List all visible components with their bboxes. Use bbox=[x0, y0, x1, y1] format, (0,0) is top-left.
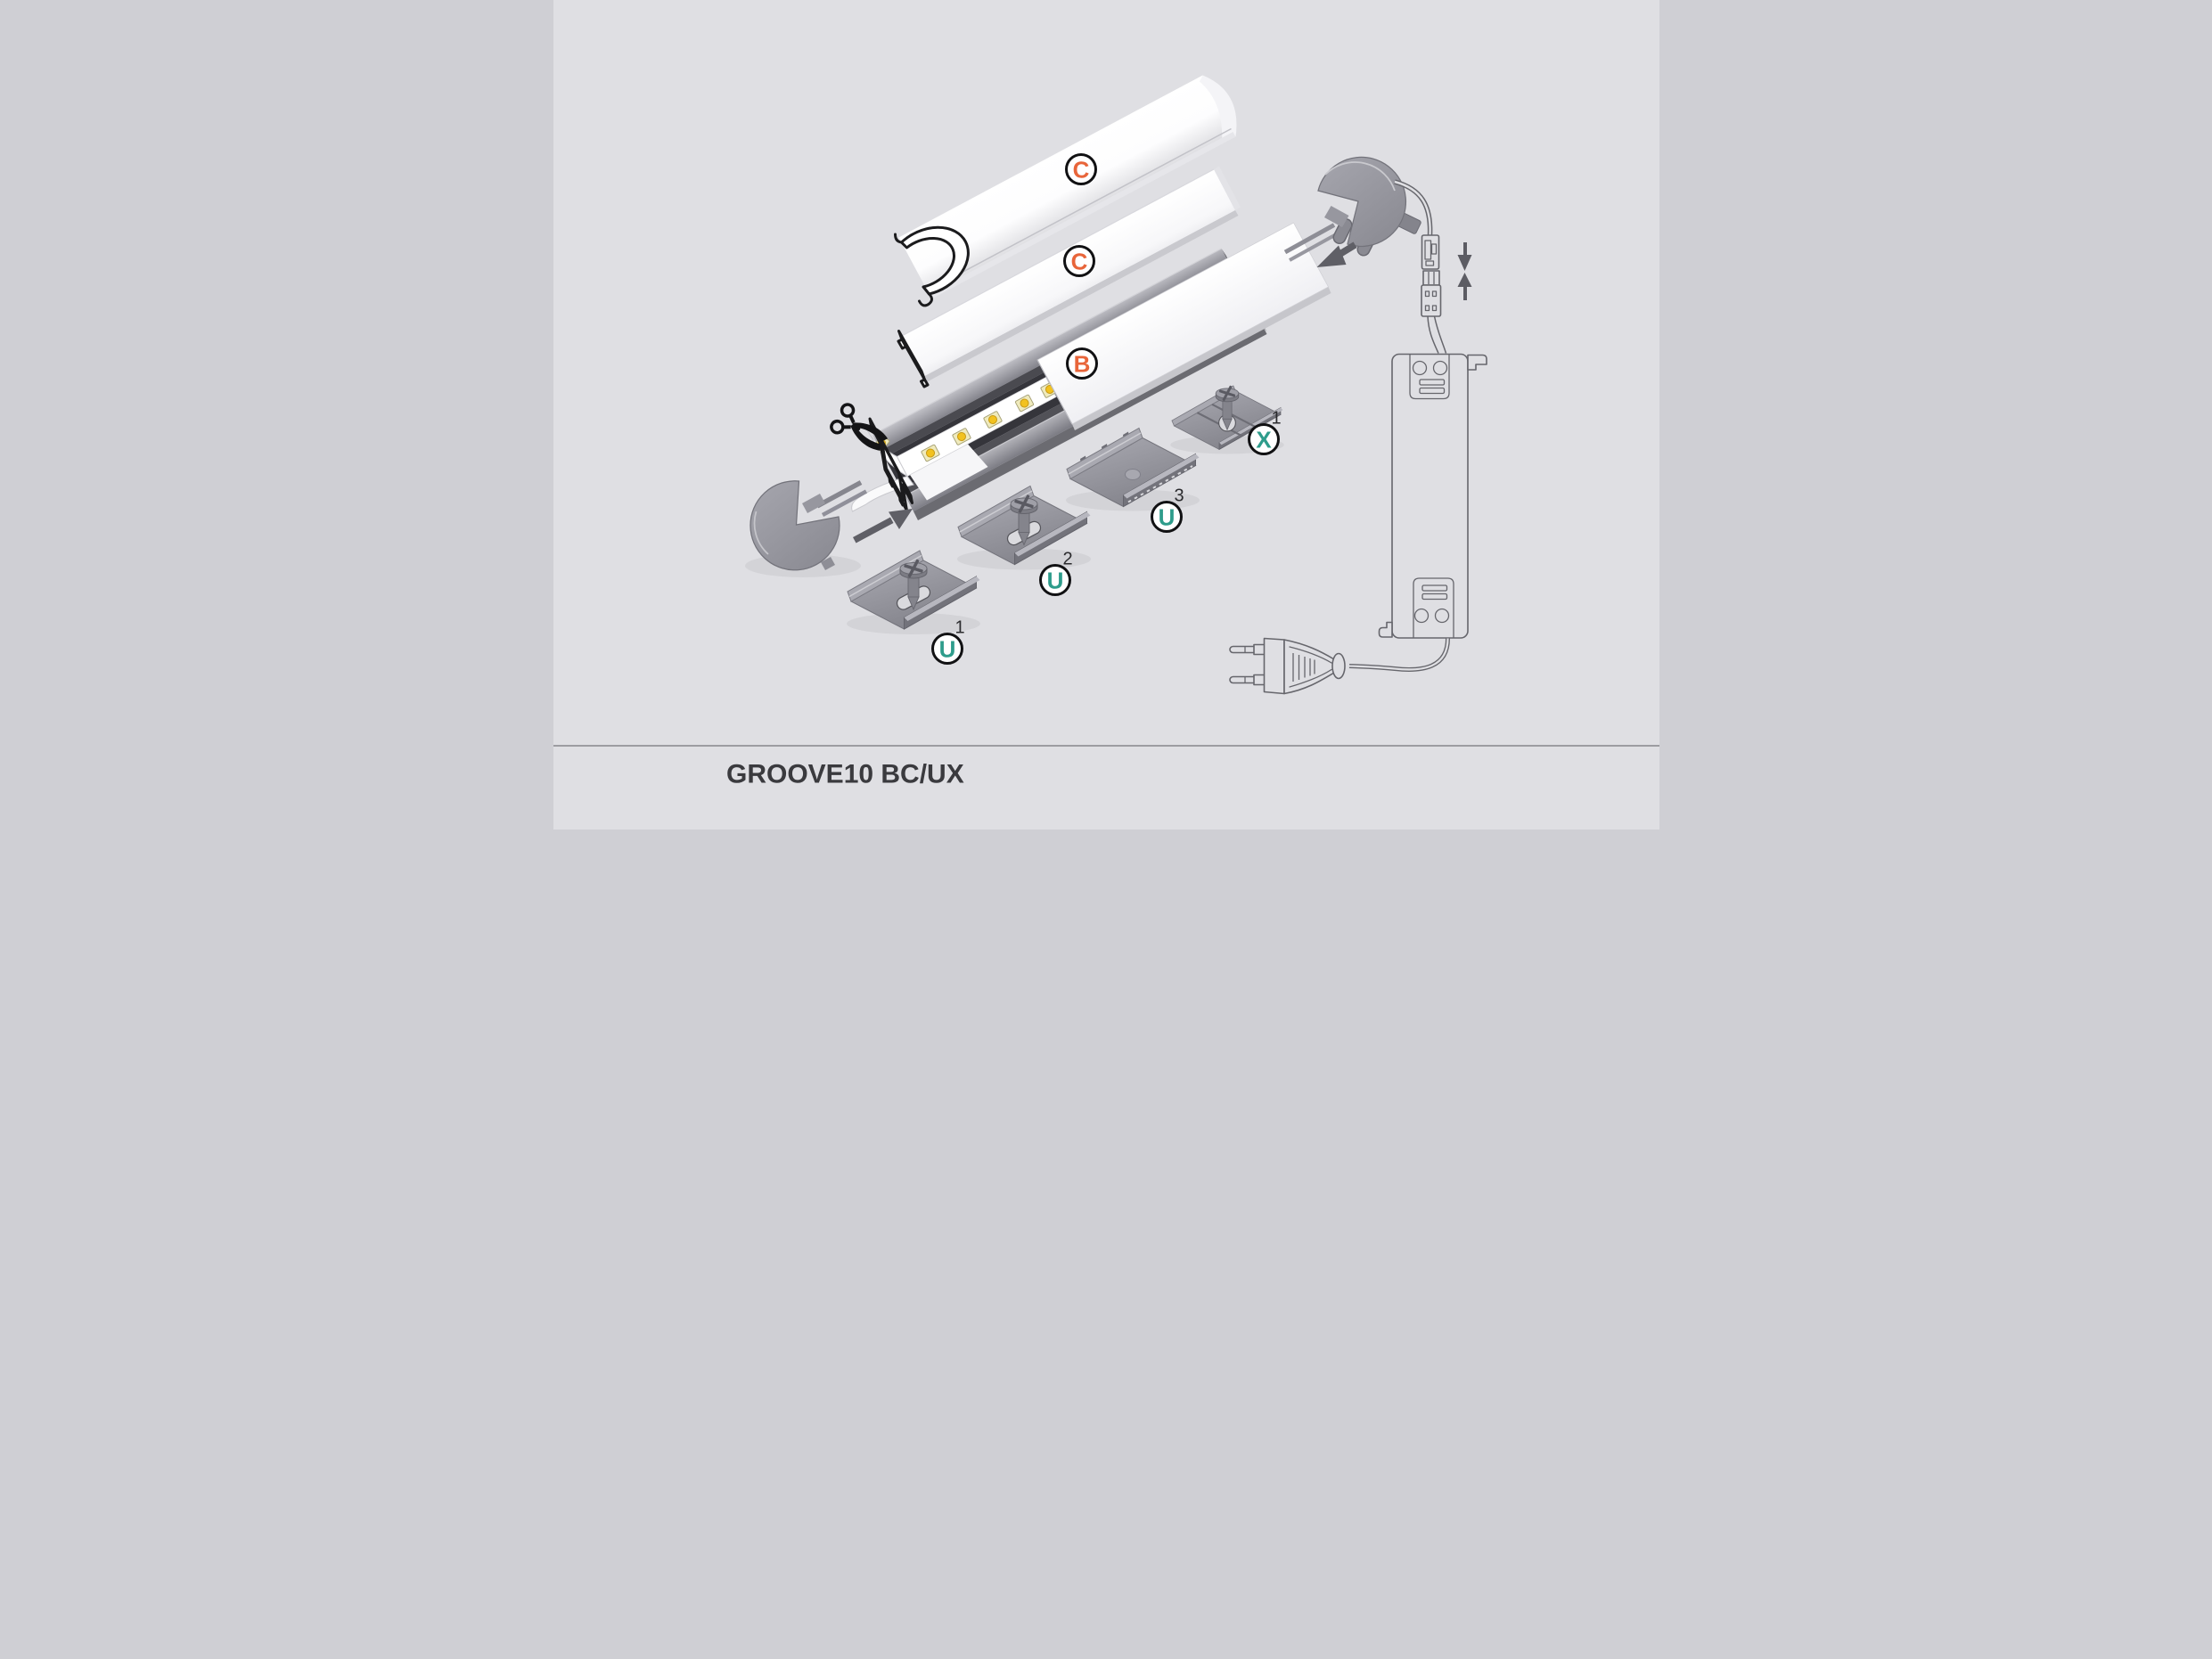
cover-round-profile bbox=[893, 75, 1236, 307]
end-cap-right bbox=[1283, 156, 1421, 262]
mounting-clip-u1 bbox=[846, 550, 980, 634]
insert-entry-edge bbox=[1036, 359, 1073, 425]
end-cap-cable-core bbox=[1394, 180, 1431, 236]
psu-tab-bottom bbox=[1378, 621, 1393, 638]
label-clip-x1-sup: 1 bbox=[1271, 409, 1281, 429]
end-cap-left-foot bbox=[820, 557, 835, 570]
label-clip-u1-sup: 1 bbox=[954, 618, 964, 638]
connector-female bbox=[1421, 234, 1439, 270]
power-plug bbox=[1228, 637, 1346, 695]
exploded-view-diagram: C C B U 1 U 2 U 3 X 1 GROOVE10 BC/UX bbox=[553, 0, 1659, 830]
cover-flat-top bbox=[899, 169, 1235, 378]
label-clip-u2-sup: 2 bbox=[1062, 550, 1072, 569]
cover-flat-endface bbox=[1213, 166, 1241, 210]
label-clip-x1-letter: X bbox=[1256, 427, 1272, 454]
power-cord-core bbox=[1348, 638, 1449, 671]
label-clip-u3-sup: 3 bbox=[1174, 486, 1184, 506]
label-clip-u2: U 2 bbox=[1038, 550, 1072, 596]
liner-sheet bbox=[909, 444, 987, 501]
cover-round-body bbox=[898, 75, 1235, 299]
insertion-arrow-right bbox=[1316, 241, 1356, 267]
screw-icon bbox=[1215, 385, 1239, 431]
label-clip-u3: U 3 bbox=[1150, 486, 1184, 533]
clip-dimple bbox=[1124, 469, 1141, 480]
power-supply-unit bbox=[1378, 353, 1487, 639]
base-flange-top bbox=[872, 249, 1230, 451]
cover-round-end bbox=[1199, 75, 1236, 143]
clip-flange-lip bbox=[904, 576, 979, 621]
liner-peel bbox=[850, 475, 914, 512]
end-cap-left-body bbox=[749, 480, 840, 571]
insertion-arrow-left bbox=[852, 509, 913, 543]
end-cap-left-notch bbox=[801, 494, 825, 513]
plug-body bbox=[1263, 637, 1285, 695]
clip-groove-2 bbox=[1211, 403, 1258, 429]
plug-strain-relief bbox=[1331, 652, 1346, 680]
base-highlight-1 bbox=[872, 248, 1222, 436]
end-cap-right-rim bbox=[1323, 161, 1396, 192]
label-base-profile: B bbox=[1065, 347, 1098, 380]
label-cover-round-letter: C bbox=[1072, 157, 1089, 184]
plug-grip-lines bbox=[1291, 653, 1315, 682]
label-cover-flat-letter: C bbox=[1070, 249, 1087, 275]
insert-thickness bbox=[1071, 287, 1331, 430]
psu-tab-top bbox=[1466, 354, 1487, 371]
end-cap-right-tab1 bbox=[1283, 223, 1335, 255]
label-clip-u3-letter: U bbox=[1158, 504, 1175, 531]
scissors-icon bbox=[829, 403, 888, 451]
label-cover-round: C bbox=[1064, 153, 1097, 185]
cover-flat-edge-line bbox=[899, 168, 1214, 338]
end-cap-right-tab2 bbox=[1288, 231, 1339, 262]
base-cross-feet bbox=[888, 477, 904, 507]
label-clip-u2-letter: U bbox=[1046, 568, 1063, 594]
end-cap-left-tab2 bbox=[821, 489, 867, 517]
clip-serration bbox=[1127, 465, 1192, 503]
label-clip-u1-letter: U bbox=[938, 636, 955, 663]
screw-icon bbox=[1010, 494, 1037, 546]
screw-icon bbox=[899, 559, 927, 611]
connector-wires bbox=[1426, 315, 1446, 354]
label-base-profile-letter: B bbox=[1073, 351, 1090, 378]
cover-flat-side bbox=[921, 210, 1238, 383]
cover-flat-profile bbox=[897, 166, 1241, 388]
label-clip-x1: X 1 bbox=[1247, 409, 1281, 455]
label-clip-u1: U 1 bbox=[930, 618, 964, 665]
label-cover-flat: C bbox=[1062, 245, 1095, 277]
psu-bottom-panel bbox=[1412, 577, 1454, 639]
cover-flat-hooks bbox=[897, 338, 929, 388]
base-profile bbox=[850, 222, 1331, 520]
end-cap-pin1 bbox=[1333, 219, 1351, 243]
cover-round-lip bbox=[929, 132, 1235, 299]
end-cap-left-rim bbox=[753, 511, 769, 555]
connect-arrows-icon bbox=[1457, 242, 1471, 300]
cover-round-lip-line bbox=[926, 127, 1232, 292]
cover-round-hooks bbox=[893, 233, 933, 307]
product-title: GROOVE10 BC/UX bbox=[726, 760, 964, 789]
connector-male bbox=[1420, 270, 1441, 317]
base-cover-insert bbox=[1036, 222, 1331, 430]
diagram-canvas: C C B U 1 U 2 U 3 X 1 GROOVE10 BC/UX bbox=[553, 0, 1659, 830]
psu-top-panel bbox=[1408, 354, 1450, 400]
end-cap-left bbox=[744, 480, 867, 577]
end-cap-right-notch bbox=[1323, 206, 1348, 227]
